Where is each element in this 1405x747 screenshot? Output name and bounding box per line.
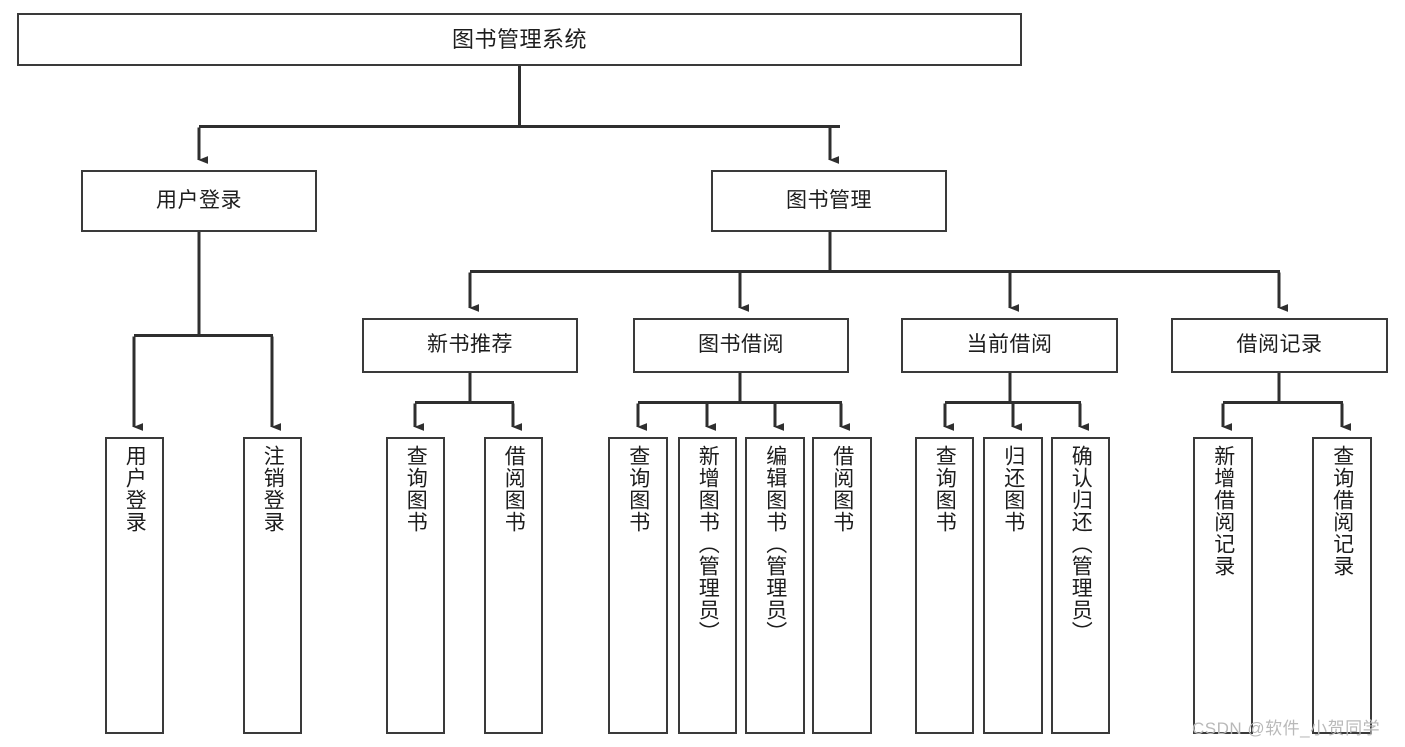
leaf-borrow-book-recommend[interactable]: 借阅图书 — [484, 437, 543, 734]
node-book-borrowing[interactable]: 图书借阅 — [633, 318, 849, 373]
leaf-query-book-recommend[interactable]: 查询图书 — [386, 437, 445, 734]
leaf-query-book-current[interactable]: 查询图书 — [915, 437, 974, 734]
node-root-book-management-system[interactable]: 图书管理系统 — [17, 13, 1022, 66]
node-label: 确认归还（管理员） — [1069, 445, 1093, 643]
node-label: 借阅图书 — [502, 445, 526, 533]
node-label: 新增借阅记录 — [1211, 445, 1235, 577]
node-new-book-recommendation[interactable]: 新书推荐 — [362, 318, 578, 373]
leaf-borrow-book[interactable]: 借阅图书 — [812, 437, 872, 734]
leaf-confirm-return-admin[interactable]: 确认归还（管理员） — [1051, 437, 1110, 734]
node-user-login[interactable]: 用户登录 — [81, 170, 317, 232]
leaf-query-borrow-record[interactable]: 查询借阅记录 — [1312, 437, 1372, 734]
node-current-borrowing[interactable]: 当前借阅 — [901, 318, 1118, 373]
leaf-return-book[interactable]: 归还图书 — [983, 437, 1043, 734]
node-label: 注销登录 — [261, 445, 285, 533]
node-label: 借阅图书 — [830, 445, 854, 533]
node-label: 归还图书 — [1001, 445, 1025, 533]
node-label: 用户登录 — [123, 445, 147, 533]
node-label: 新增图书（管理员） — [696, 445, 720, 643]
node-label: 图书管理系统 — [451, 26, 587, 52]
node-label: 借阅记录 — [1236, 333, 1323, 357]
node-borrowing-record[interactable]: 借阅记录 — [1171, 318, 1388, 373]
node-label: 查询图书 — [404, 445, 428, 533]
leaf-query-book-borrow[interactable]: 查询图书 — [608, 437, 668, 734]
node-label: 新书推荐 — [427, 333, 513, 357]
leaf-edit-book-admin[interactable]: 编辑图书（管理员） — [745, 437, 805, 734]
node-label: 编辑图书（管理员） — [763, 445, 787, 643]
leaf-logout[interactable]: 注销登录 — [243, 437, 302, 734]
node-label: 查询借阅记录 — [1330, 445, 1354, 577]
leaf-add-borrow-record[interactable]: 新增借阅记录 — [1193, 437, 1253, 734]
node-label: 图书借阅 — [698, 333, 784, 357]
csdn-watermark: CSDN @软件_小贺同学 — [1192, 719, 1381, 738]
leaf-add-book-admin[interactable]: 新增图书（管理员） — [678, 437, 737, 734]
leaf-user-login[interactable]: 用户登录 — [105, 437, 164, 734]
node-book-management[interactable]: 图书管理 — [711, 170, 947, 232]
node-label: 查询图书 — [933, 445, 957, 533]
node-label: 图书管理 — [786, 188, 872, 212]
node-label: 用户登录 — [156, 188, 242, 212]
node-label: 查询图书 — [626, 445, 650, 533]
node-label: 当前借阅 — [966, 333, 1053, 357]
